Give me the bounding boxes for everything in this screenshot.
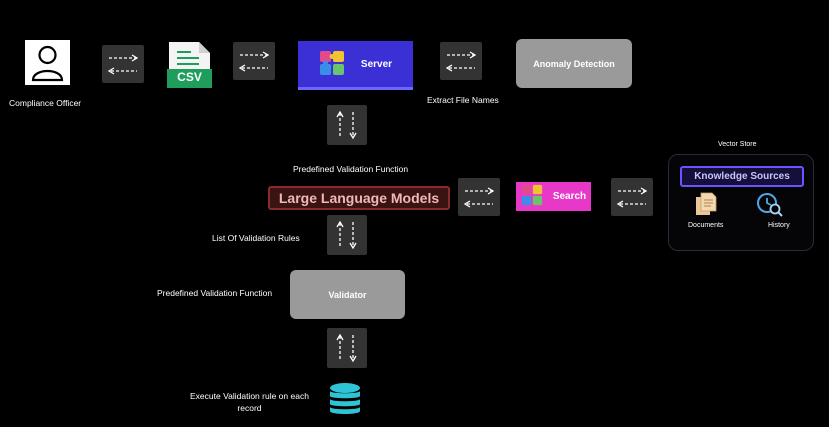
search-label: Search bbox=[552, 191, 587, 202]
server-label: Server bbox=[360, 58, 393, 70]
csv-file-icon bbox=[167, 40, 212, 88]
execute-validation-line2: record bbox=[237, 403, 262, 413]
bidirectional-arrow-icon bbox=[440, 42, 482, 80]
predefined-validation-left-label: Predefined Validation Function bbox=[157, 288, 273, 298]
compliance-officer-label: Compliance Officer bbox=[9, 98, 82, 108]
server-node: Server bbox=[298, 41, 413, 90]
puzzle-icon bbox=[319, 50, 345, 79]
bidirectional-arrow-icon bbox=[611, 178, 653, 216]
predefined-validation-top-label: Predefined Validation Function bbox=[293, 164, 409, 174]
history-label: History bbox=[768, 222, 790, 229]
database-icon bbox=[328, 382, 362, 416]
validator-node: Validator bbox=[290, 270, 405, 319]
execute-validation-label: Execute Validation rule on each record bbox=[190, 390, 309, 414]
list-of-validation-rules-label: List Of Validation Rules bbox=[212, 233, 300, 243]
documents-icon bbox=[694, 191, 718, 217]
bidirectional-vertical-arrow-icon bbox=[327, 105, 367, 145]
llm-node: Large Language Models bbox=[268, 186, 450, 210]
csv-label: CSV bbox=[177, 70, 202, 84]
execute-validation-line1: Execute Validation rule on each bbox=[190, 391, 309, 401]
puzzle-icon bbox=[521, 184, 543, 209]
bidirectional-arrow-icon bbox=[458, 178, 500, 216]
bidirectional-vertical-arrow-icon bbox=[327, 328, 367, 368]
bidirectional-vertical-arrow-icon bbox=[327, 215, 367, 255]
vector-store-label: Vector Store bbox=[718, 141, 757, 148]
search-node: Search bbox=[516, 182, 591, 211]
user-icon bbox=[25, 40, 70, 85]
extract-file-names-label: Extract File Names bbox=[427, 95, 499, 105]
documents-label: Documents bbox=[688, 222, 724, 229]
bidirectional-arrow-icon bbox=[102, 45, 144, 83]
anomaly-detection-node: Anomaly Detection bbox=[516, 39, 632, 88]
bidirectional-arrow-icon bbox=[233, 42, 275, 80]
knowledge-sources-title: Knowledge Sources bbox=[680, 166, 804, 187]
history-search-icon bbox=[756, 192, 784, 218]
